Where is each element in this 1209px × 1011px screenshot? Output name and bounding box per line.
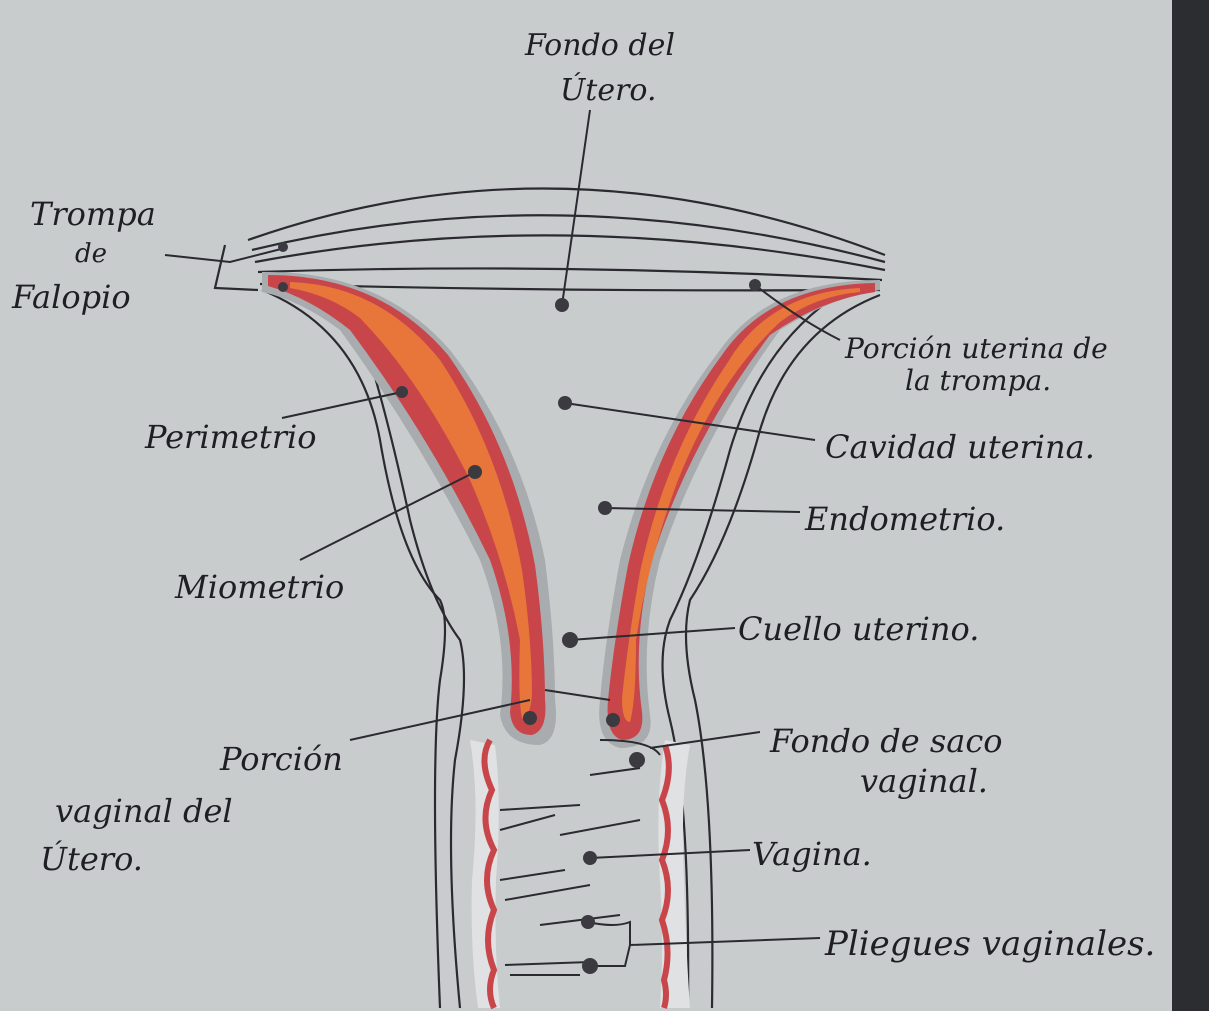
label-fondo-saco-1: Fondo de saco <box>769 722 1003 760</box>
label-miometrio: Miometrio <box>174 568 344 606</box>
leader-pliegues-upper <box>588 922 820 945</box>
fold-1 <box>500 805 580 810</box>
label-porcion-uterina-1: Porción uterina de <box>844 332 1108 365</box>
label-fondo-utero-2: Útero. <box>560 72 657 108</box>
label-pliegues-vaginales: Pliegues vaginales. <box>824 924 1155 964</box>
leader-miometrio <box>300 472 475 560</box>
tube-stub-outline <box>215 245 258 290</box>
fundus-outer-curve <box>248 189 885 255</box>
leader-fondo-saco <box>650 732 760 748</box>
vaginal-folds <box>500 768 640 975</box>
label-porcion-uterina-2: la trompa. <box>905 364 1051 397</box>
dot-miometrio <box>468 465 482 479</box>
dot-vagina <box>583 851 597 865</box>
label-perimetrio: Perimetrio <box>144 418 317 456</box>
dot-perimetrio <box>396 386 408 398</box>
label-trompa-1: Trompa <box>30 195 156 233</box>
fold-9 <box>590 768 640 775</box>
dot-pliegues-upper <box>581 915 595 929</box>
dot-porcion-uterina <box>749 279 761 291</box>
cavity-top-line <box>258 268 882 280</box>
label-endometrio: Endometrio. <box>804 500 1005 538</box>
fold-5 <box>505 885 590 900</box>
label-porcion-vaginal-3: Útero. <box>40 840 143 878</box>
fold-6 <box>540 915 620 925</box>
text-labels: Fondo del Útero. Trompa de Falopio Porci… <box>11 28 1155 964</box>
dot-trompa-lower <box>278 282 288 292</box>
left-myometrium <box>290 282 532 718</box>
dot-fondo-utero <box>555 298 569 312</box>
right-vaginal-wall <box>658 740 690 1008</box>
dot-cavidad <box>558 396 572 410</box>
leader-cuello <box>570 628 735 640</box>
dot-porcion-vaginal-left <box>523 711 537 725</box>
page-edge-shadow <box>1172 0 1209 1011</box>
dot-porcion-vaginal-right <box>606 713 620 727</box>
fold-3 <box>560 820 640 835</box>
left-uterine-wall-layers <box>262 272 556 745</box>
fold-4 <box>500 870 565 880</box>
label-porcion-vaginal-2: vaginal del <box>55 792 233 830</box>
dot-fondo-saco <box>629 752 645 768</box>
label-cavidad-uterina: Cavidad uterina. <box>825 428 1095 466</box>
label-fondo-utero-1: Fondo del <box>524 28 675 63</box>
label-porcion-vaginal-1: Porción <box>219 740 343 778</box>
label-cuello-uterino: Cuello uterino. <box>738 610 979 648</box>
label-vagina: Vagina. <box>752 835 872 873</box>
dot-pliegues-lower <box>582 958 598 974</box>
dot-trompa-upper <box>278 242 288 252</box>
label-trompa-3: Falopio <box>11 278 131 316</box>
fold-7 <box>505 962 590 965</box>
leader-fondo-utero <box>562 110 590 305</box>
label-fondo-saco-2: vaginal. <box>860 762 988 800</box>
fold-2 <box>500 815 555 830</box>
dot-cuello <box>562 632 578 648</box>
label-trompa-2: de <box>75 239 107 269</box>
vagina <box>470 740 690 1008</box>
dot-endometrio <box>598 501 612 515</box>
